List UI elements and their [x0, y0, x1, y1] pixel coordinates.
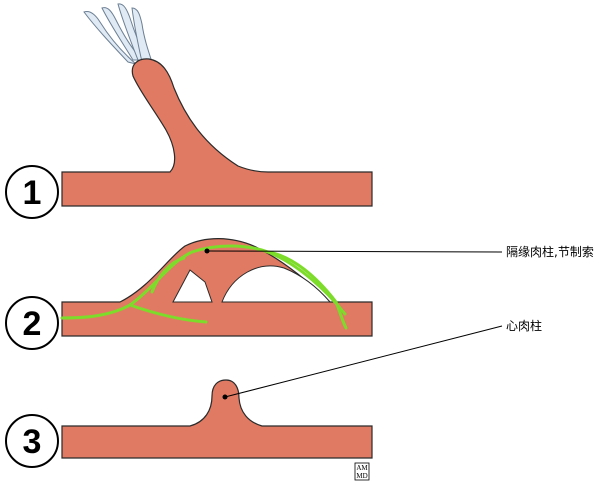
label-septomarginal-trabecula: 隔缘肉柱,节制索 [506, 244, 594, 259]
chordae-tendineae [83, 3, 153, 65]
leader-line-trabeculae [224, 325, 503, 398]
number-3: 3 [23, 423, 42, 461]
number-badge-1 [5, 165, 59, 219]
number-badge-2 [5, 296, 59, 350]
panel-2: 2 隔缘肉柱,节制索 [5, 238, 594, 350]
trabecula-gap [221, 265, 332, 303]
panel-3: 3 心肉柱 [5, 318, 542, 468]
panel-1: 1 [5, 3, 373, 219]
trabecula-gap [172, 269, 213, 303]
svg-text:AM: AM [356, 464, 368, 472]
number-badge-3 [5, 414, 59, 468]
svg-text:MD: MD [356, 472, 367, 480]
papillary-muscle-shape [61, 58, 373, 207]
number-2: 2 [23, 305, 42, 343]
number-1: 1 [23, 174, 42, 212]
trabeculae-carneae-shape [61, 379, 373, 459]
amd-logo: AM MD [354, 462, 370, 481]
leader-dot-trabeculae [222, 394, 228, 400]
conduction-fibers [60, 244, 348, 330]
leader-line-septomarginal [206, 250, 503, 253]
label-trabeculae-carneae: 心肉柱 [506, 318, 542, 333]
leader-dot-septomarginal [204, 248, 210, 254]
